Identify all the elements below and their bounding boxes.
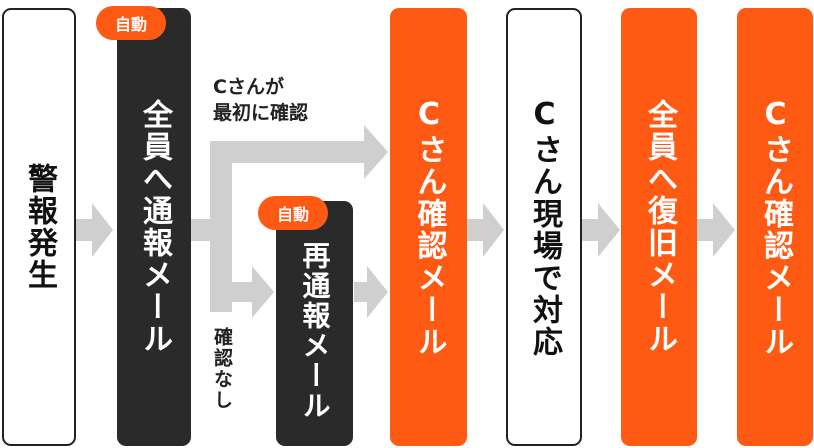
arrow-onsite-to-restore: [582, 203, 620, 257]
step-c-confirm-1: Cさん確認メール: [390, 8, 467, 446]
step-alarm: 警報発生: [2, 8, 76, 446]
step-alarm-label: 警報発生: [22, 163, 57, 291]
arrow-resend-to-confirm: [354, 266, 388, 318]
step-c-confirm-2-label: Cさん確認メール: [758, 96, 793, 358]
step-c-onsite: Cさん現場で対応: [506, 8, 582, 446]
step-restore-all: 全員へ復旧メール: [621, 8, 697, 446]
arrow-alarm-to-notify: [76, 203, 113, 257]
step-c-confirm-2: Cさん確認メール: [737, 8, 813, 446]
branch-label-not-confirmed: 確認なし: [211, 327, 233, 411]
step-resend: 再通報メール: [276, 201, 353, 446]
arrow-branch-upper: [210, 125, 388, 179]
branch-label-confirmed-line1: Cさんが: [213, 76, 284, 98]
step-restore-all-label: 全員へ復旧メール: [642, 99, 677, 355]
branch-label-confirmed: Cさんが 最初に確認: [213, 75, 308, 126]
arrow-branch-lower: [210, 266, 274, 318]
step-resend-label: 再通報メール: [298, 240, 332, 421]
step-notify-all: 全員へ通報メール: [117, 8, 191, 446]
step-c-confirm-1-label: Cさん確認メール: [411, 96, 447, 358]
step-c-onsite-label: Cさん現場で対応: [527, 96, 562, 358]
branch-label-confirmed-line2: 最初に確認: [213, 101, 309, 124]
step-notify-all-label: 全員へ通報メール: [137, 99, 172, 355]
branch-upper-riser: [210, 141, 232, 241]
arrow-confirm-to-onsite: [467, 203, 504, 257]
auto-badge-2: 自動: [258, 196, 328, 230]
auto-badge-1: 自動: [96, 6, 166, 40]
branch-trunk: [190, 219, 210, 241]
arrow-restore-to-confirm2: [697, 203, 735, 257]
